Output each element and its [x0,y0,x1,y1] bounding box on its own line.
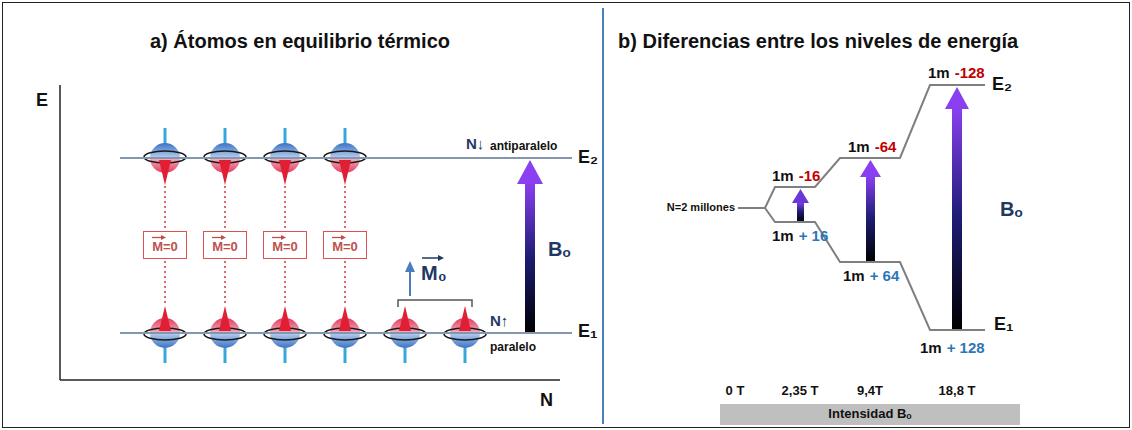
state-label: paralelo [490,341,536,355]
level-label: E₁ [994,314,1013,335]
transition-arrows [792,87,969,330]
panel-title: b) Diferencias entre los niveles de ener… [618,30,1018,53]
level-label: E₂ [578,147,598,168]
magnetization-box: M=0 [323,231,367,259]
level-label: E₂ [992,74,1012,95]
excess-number: + 64 [870,267,900,284]
magnetization-box: M=0 [203,231,247,259]
field-label: Bₒ [1000,198,1023,221]
level-line [765,208,985,330]
magnetization-arrow [398,255,472,307]
axis-title: Intensidad Bₒ [728,407,1012,422]
excess-number: -16 [799,167,821,184]
field-intensity-bar: Intensidad Bₒ [720,404,1020,425]
magnetization-label: M=0 [271,240,299,255]
level-line [738,85,985,208]
population-label: N=2 millones [667,201,735,214]
count-label: 1m [843,267,865,284]
level-label: E₁ [578,321,597,342]
divider [602,8,604,424]
spin-antiparallel [144,128,366,185]
axes [60,85,560,380]
frame [3,3,1130,428]
axis-label: E [36,90,48,111]
vector-label: M₀ [421,262,447,285]
excess-number: -128 [955,64,985,81]
magnetization-label: M=0 [211,240,239,255]
level-line [120,332,572,334]
field-arrow [517,160,543,333]
field-value: 2,35 T [782,384,819,399]
spin-parallel [144,306,486,363]
count-label: 1m [772,167,794,184]
excess-number: + 16 [799,227,829,244]
count-label: 1m [920,339,942,356]
count-label: 1m [848,138,870,155]
state-label: antiparalelo [490,140,557,154]
spin-pair-lines [165,186,345,303]
level-line [120,157,572,159]
excess-number: -64 [875,138,897,155]
magnetization-box: M=0 [143,231,187,259]
field-value: 18,8 T [939,384,976,399]
panel-title: a) Átomos en equilibrio térmico [150,30,450,53]
energy-levels [120,85,985,333]
excess-number: + 128 [947,339,985,356]
axis-label: N [540,390,553,411]
magnetization-box: M=0 [263,231,307,259]
field-value: 9,4T [857,384,883,399]
count-label: 1m [772,227,794,244]
magnetization-label: M=0 [331,240,359,255]
count-label: 1m [928,64,950,81]
magnetization-label: M=0 [151,240,179,255]
population-label: N↓ [466,135,484,152]
population-label: N↑ [490,312,508,329]
field-label: Bₒ [548,238,571,261]
field-value: 0 T [726,384,745,399]
